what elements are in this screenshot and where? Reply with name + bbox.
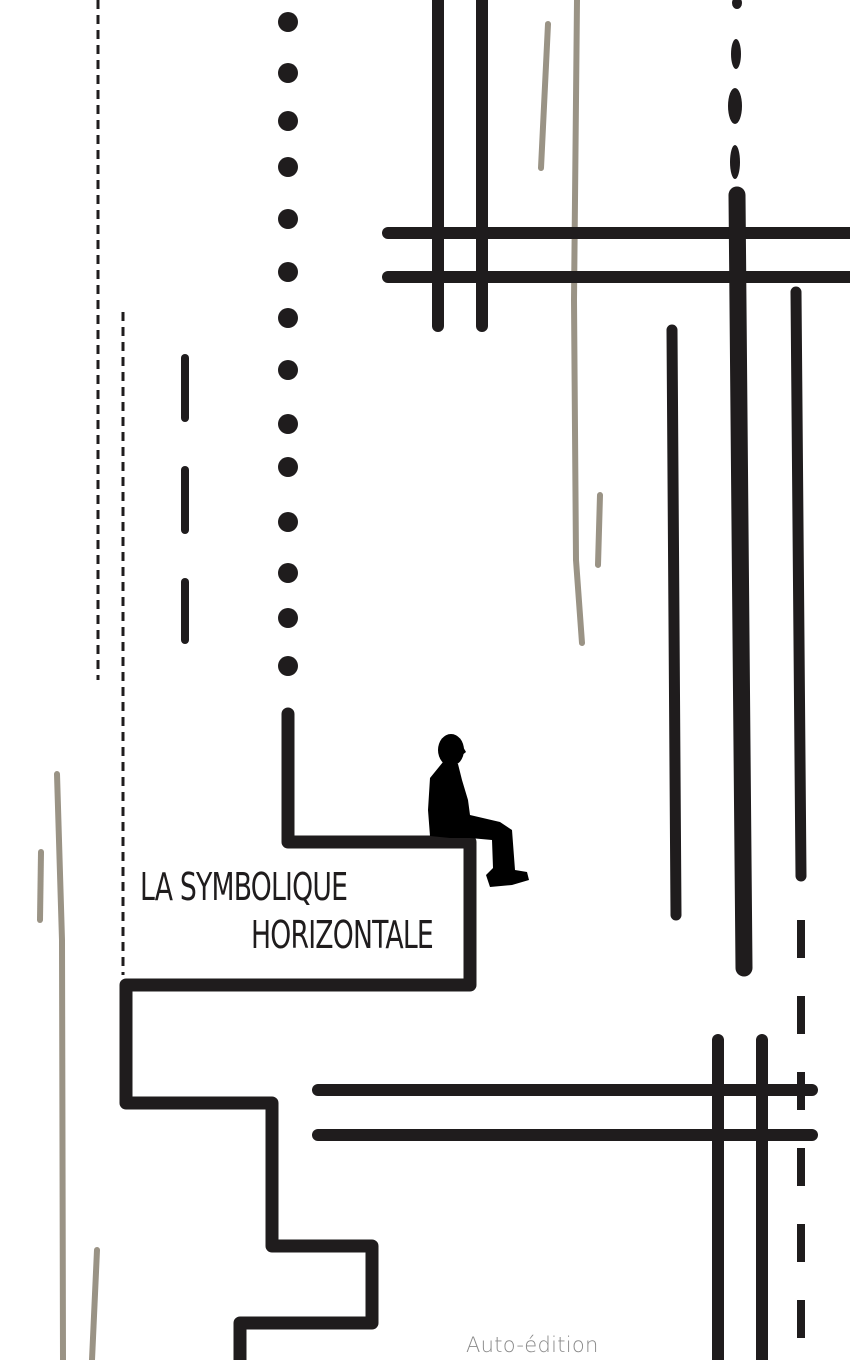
dotted-column — [278, 12, 298, 676]
top-grid — [382, 0, 850, 332]
publisher-label: Auto-édition — [466, 1333, 599, 1357]
bottom-grid — [312, 1034, 818, 1360]
thin-dashed-lines — [96, 0, 125, 975]
cover-title-line-2: HORIZONTALE — [251, 913, 434, 957]
staircase-path — [119, 707, 477, 1360]
right-vertical-lines — [666, 186, 807, 977]
cover-title-line-1: LA SYMBOLIQUE — [140, 865, 348, 909]
gray-lines — [37, 0, 603, 1360]
drops — [728, 0, 742, 179]
man-silhouette-sitting-icon — [428, 734, 529, 887]
